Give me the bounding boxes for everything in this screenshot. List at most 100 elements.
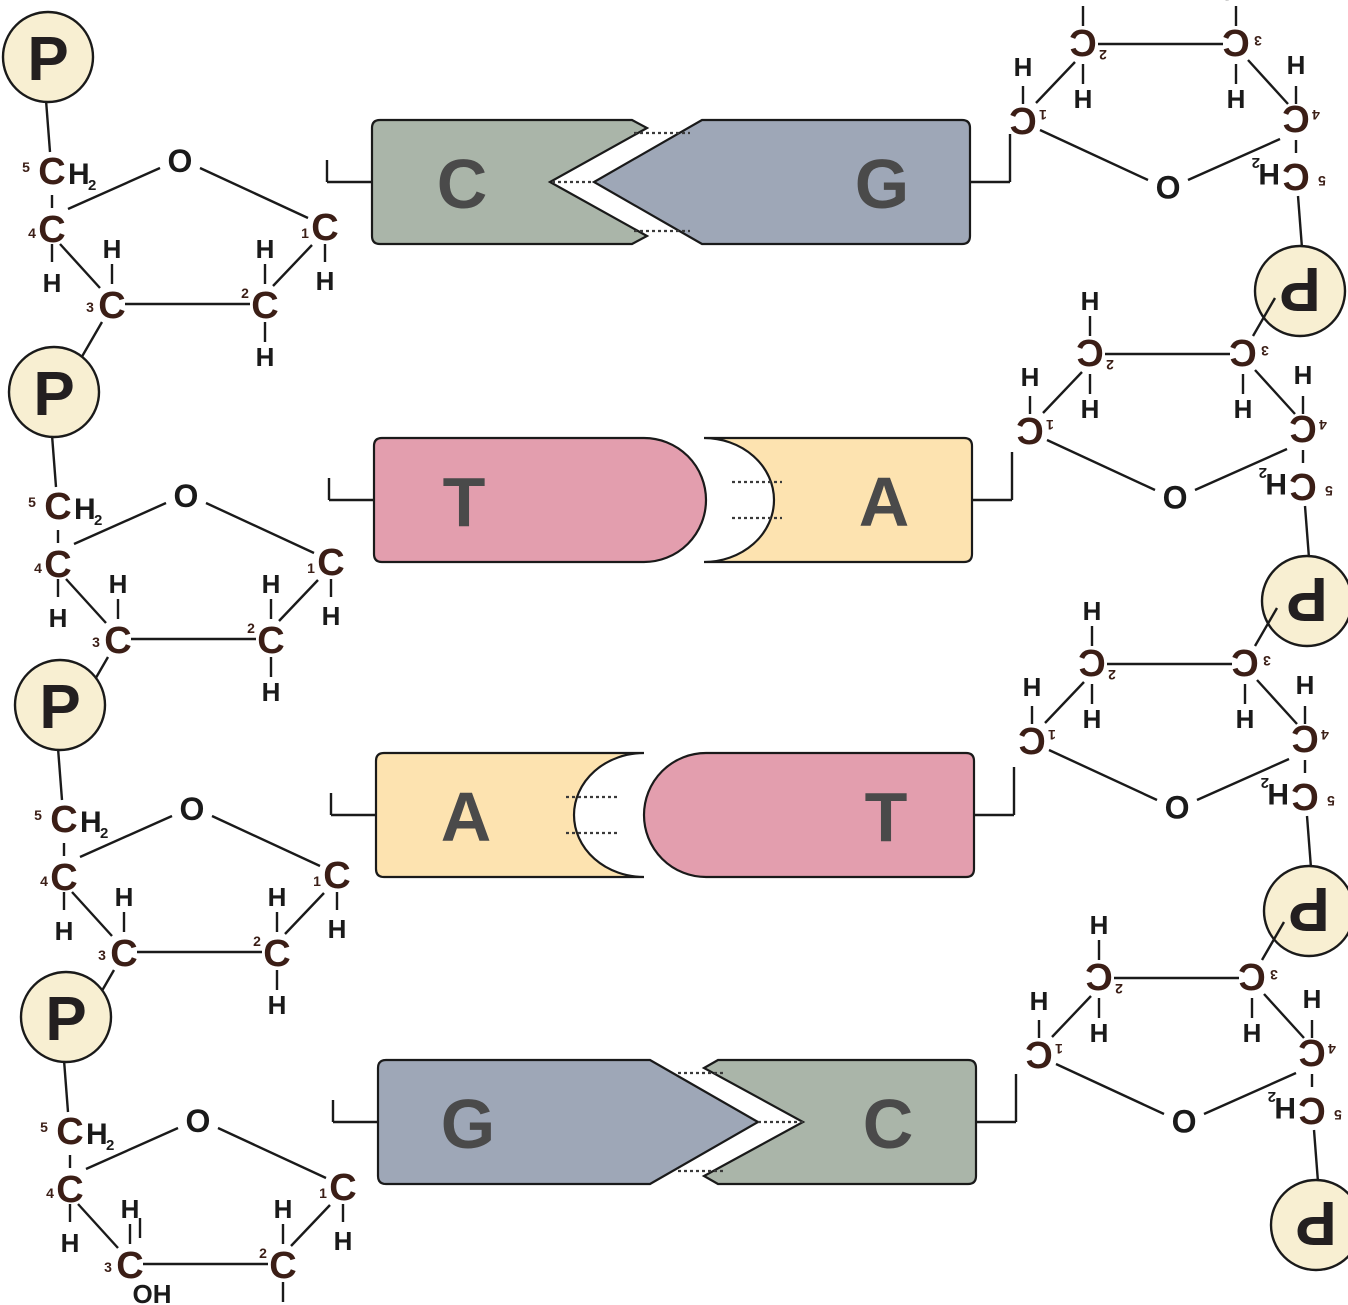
carbon-number-4: 4	[1321, 727, 1329, 743]
carbon-number-1: 1	[301, 225, 309, 241]
carbon-5-label: C	[50, 799, 77, 841]
ring-oxygen-label: O	[174, 478, 199, 514]
bond-line	[1035, 61, 1076, 104]
hydroxyl-label: HO	[1217, 0, 1256, 6]
bond-line	[290, 1204, 331, 1247]
carbon-1-label: C	[1025, 1033, 1052, 1075]
hydrogen-label: H	[316, 266, 335, 296]
carbon-1-label: C	[311, 207, 338, 249]
carbon-number-1: 1	[1046, 417, 1054, 433]
bond-line	[67, 166, 161, 211]
ch2-subscript: 2	[88, 177, 96, 194]
carbon-number-2: 2	[247, 620, 255, 636]
carbon-number-3: 3	[104, 1259, 112, 1275]
base-letter-right: C	[863, 1085, 914, 1163]
carbon-number-5: 5	[1318, 173, 1326, 189]
phosphate-circle	[1262, 864, 1348, 958]
phosphate-label: P	[39, 673, 80, 742]
carbon-number-5: 5	[22, 159, 30, 175]
carbon-number-5: 5	[40, 1119, 48, 1135]
carbon-number-2: 2	[1115, 981, 1123, 997]
carbon-3-label: C	[1238, 955, 1265, 997]
ch2-subscript: 2	[1261, 774, 1269, 791]
hydrogen-label: H	[262, 677, 281, 707]
base-g-left	[376, 1058, 761, 1186]
phosphate-circle	[13, 658, 107, 752]
bond-line	[1251, 297, 1277, 337]
carbon-1-label: C	[317, 542, 344, 584]
bond-line	[1187, 137, 1281, 182]
carbon-3-label: C	[116, 1245, 143, 1287]
hydrogen-label: H	[121, 1194, 140, 1224]
carbon-number-4: 4	[34, 560, 42, 576]
right-nucleotide-1: PCH25OC4HC3HC2HHC1HHO	[1009, 0, 1347, 338]
base-letter-left: T	[443, 463, 486, 541]
bond-line	[205, 501, 315, 555]
ring-oxygen-label: O	[1156, 169, 1181, 205]
hydrogen-label: H	[1081, 394, 1100, 424]
bond-line	[1194, 447, 1288, 492]
hydrogen-label: H	[262, 569, 281, 599]
carbon-number-5: 5	[1325, 483, 1333, 499]
ch2-subscript: 2	[100, 825, 108, 842]
carbon-1-label: C	[323, 855, 350, 897]
carbon-number-1: 1	[307, 560, 315, 576]
carbon-5-label: C	[38, 151, 65, 193]
carbon-3-label: C	[98, 285, 125, 327]
bond-line	[1253, 607, 1279, 647]
carbon-2-label: C	[1069, 21, 1096, 63]
phosphate-circle	[1253, 244, 1347, 338]
phosphate-circle	[7, 345, 101, 439]
bond-line	[1055, 1062, 1165, 1116]
base-letter-left: G	[441, 1085, 495, 1163]
carbon-number-1: 1	[313, 873, 321, 889]
bond-line	[1247, 59, 1289, 105]
ch2-h-label: H	[80, 806, 102, 839]
carbon-5-label: C	[56, 1111, 83, 1153]
carbon-1-label: C	[329, 1167, 356, 1209]
base-letter-left: A	[441, 778, 492, 856]
carbon-number-2: 2	[253, 933, 261, 949]
bond-line	[73, 501, 167, 546]
base-letter-right: T	[865, 778, 908, 856]
bond-line	[217, 1126, 327, 1180]
phosphate-label: P	[27, 25, 68, 94]
bond-line	[272, 244, 313, 287]
bond-line	[1051, 995, 1092, 1038]
carbon-5-label: C	[1291, 775, 1318, 817]
carbon-number-1: 1	[319, 1185, 327, 1201]
bond-line	[211, 814, 321, 868]
hydrogen-label: H	[1081, 286, 1100, 316]
carbon-4-label: C	[1298, 1031, 1325, 1073]
carbon-4-label: C	[1282, 97, 1309, 139]
carbon-number-3: 3	[86, 299, 94, 315]
ch2-h-label: H	[68, 158, 90, 191]
left-nucleotide-4: PCH25OC4HC3HC2HHC1HOH	[19, 970, 357, 1305]
carbon-5-label: C	[1298, 1089, 1325, 1131]
phosphate-label: P	[1288, 874, 1329, 943]
hydrogen-label: H	[1083, 596, 1102, 626]
base-letter-left: C	[437, 145, 488, 223]
bond-line	[1256, 679, 1298, 725]
carbon-5-label: C	[44, 486, 71, 528]
bond-line	[1048, 748, 1158, 802]
carbon-number-4: 4	[46, 1185, 54, 1201]
hydrogen-label: H	[322, 601, 341, 631]
hydrogen-label: H	[1074, 0, 1093, 6]
carbon-4-label: C	[44, 544, 71, 586]
phosphate-circle	[1, 10, 95, 104]
hydrogen-label: H	[1236, 704, 1255, 734]
carbon-number-5: 5	[34, 807, 42, 823]
carbon-number-3: 3	[1270, 967, 1278, 983]
carbon-4-label: C	[56, 1169, 83, 1211]
base-t-right	[642, 751, 976, 879]
carbon-number-5: 5	[1334, 1107, 1342, 1123]
carbon-2-label: C	[1076, 331, 1103, 373]
carbon-number-2: 2	[259, 1245, 267, 1261]
